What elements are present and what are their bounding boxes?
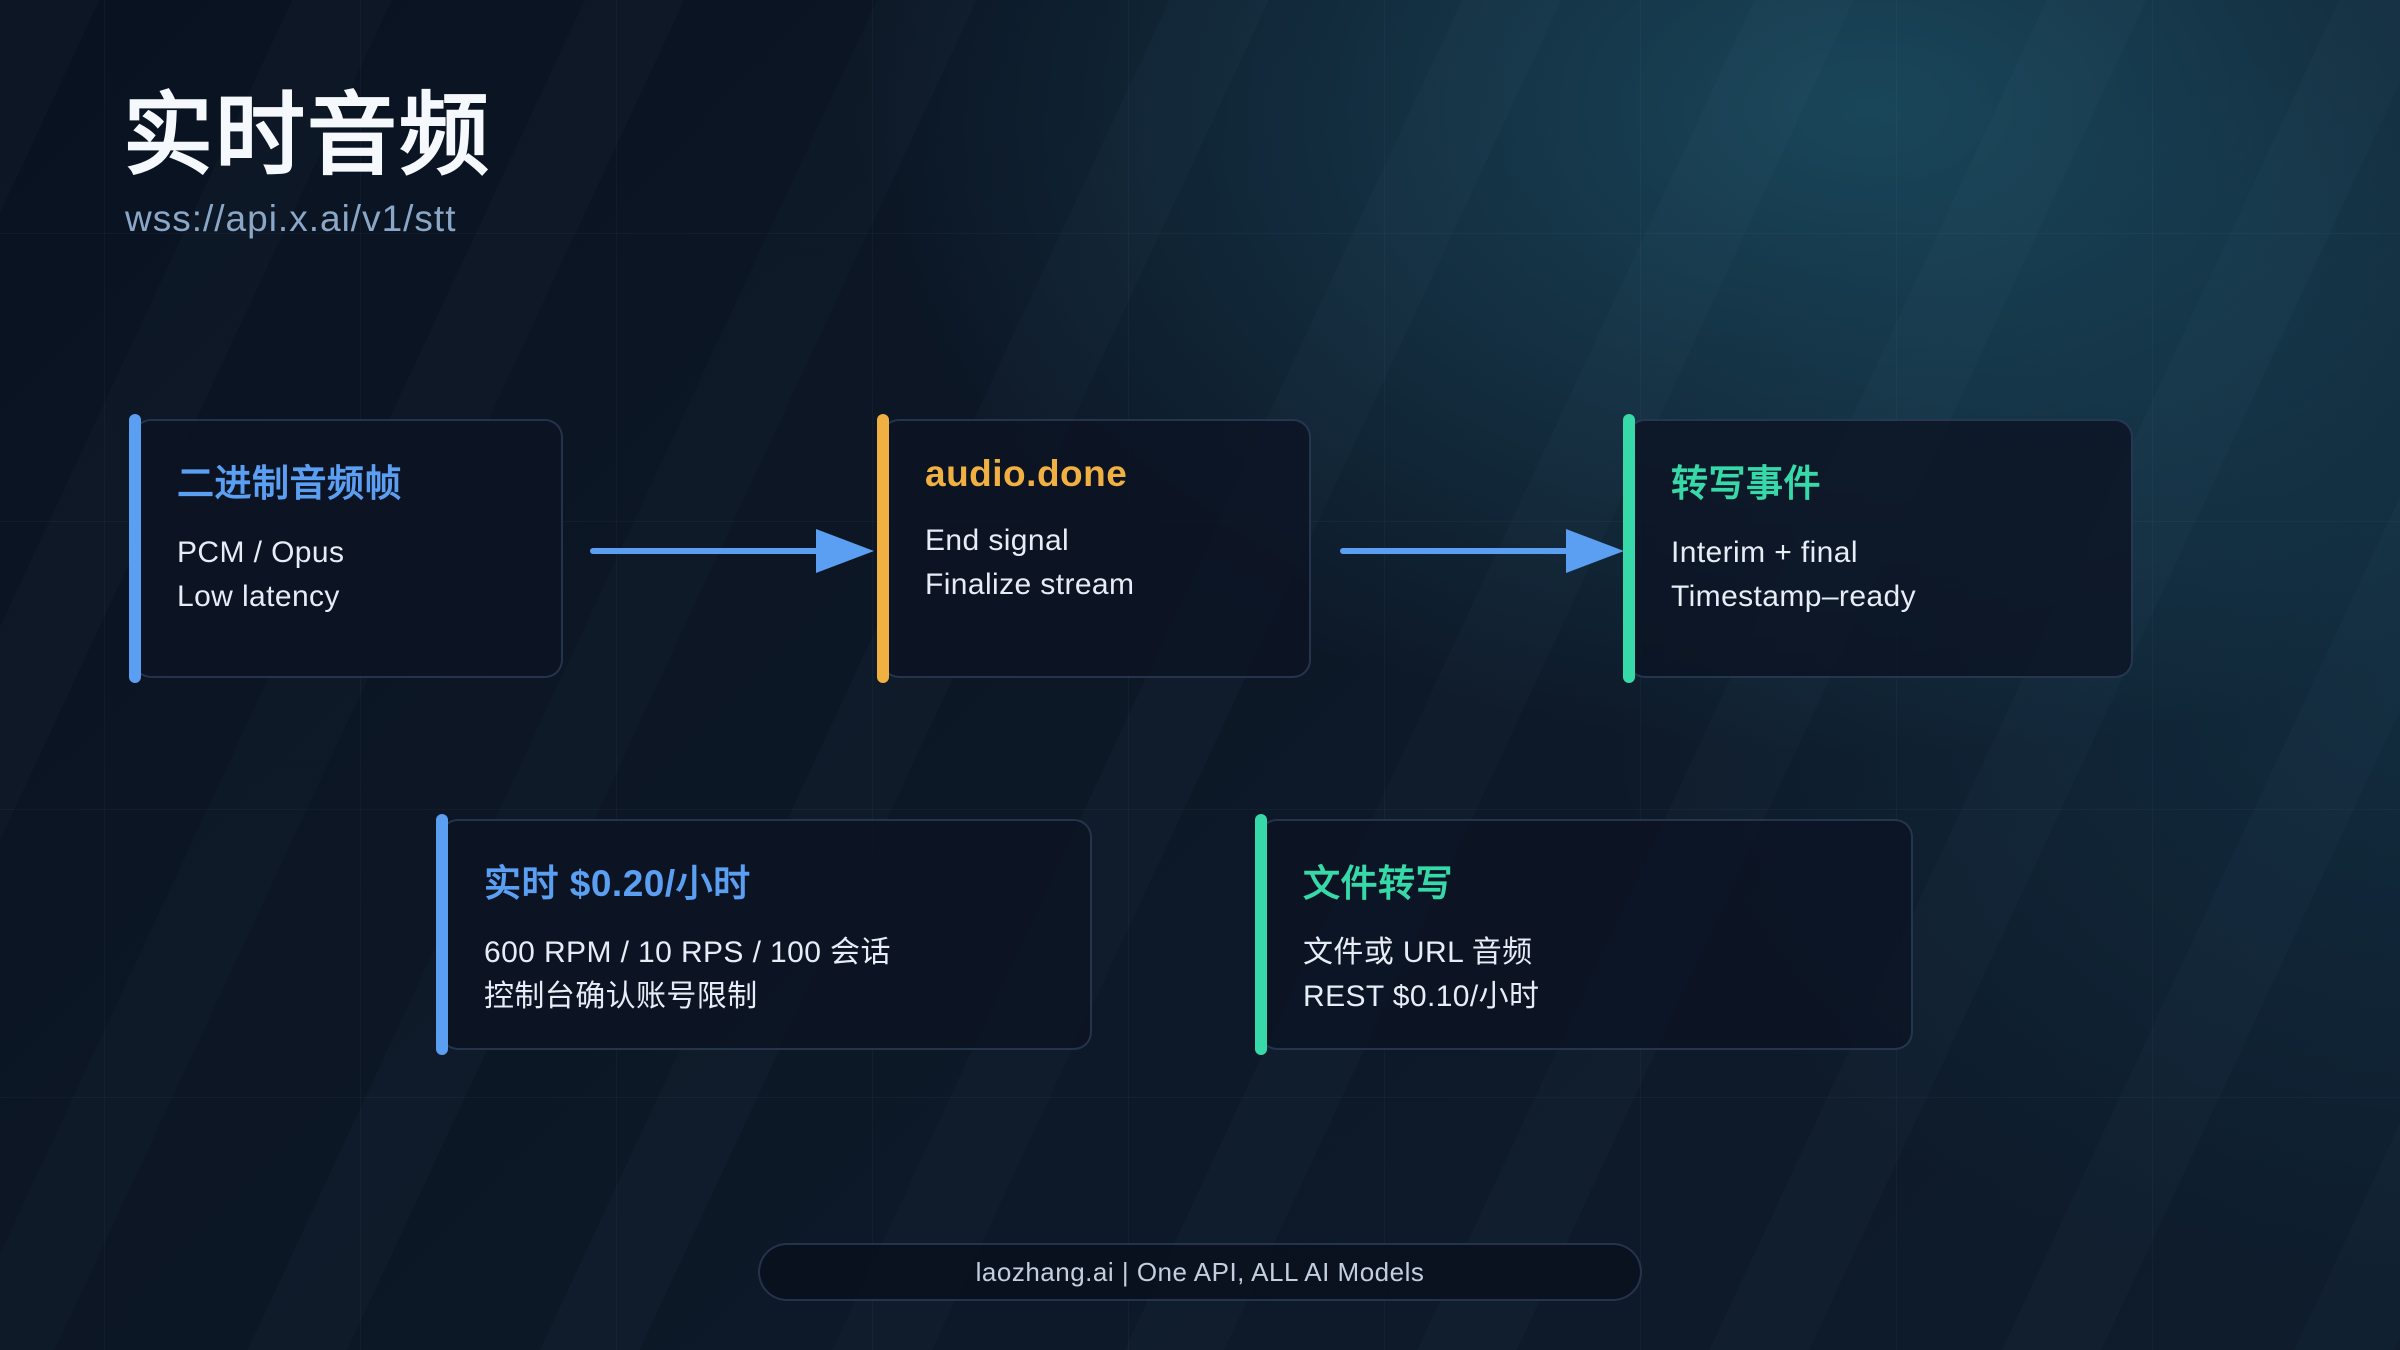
flow-card-binary-audio-frames: 二进制音频帧 PCM / Opus Low latency [129,414,563,683]
page-title: 实时音频 [123,86,491,186]
arrow-right-icon [1340,529,1624,573]
card-line: PCM / Opus [177,536,345,569]
card-line: Low latency [177,580,340,613]
card-line: End signal [925,524,1070,557]
card-line: Timestamp–ready [1671,580,1916,613]
arrow-right-icon [590,529,874,573]
card-title: 二进制音频帧 [177,463,402,504]
card-line: 文件或 URL 音频 [1303,936,1533,969]
card-line: Finalize stream [925,568,1135,601]
card-line: REST $0.10/小时 [1303,980,1540,1013]
card-title: 实时 $0.20/小时 [484,863,751,904]
card-line: 600 RPM / 10 RPS / 100 会话 [484,936,891,969]
accent-bar [877,414,889,683]
pricing-card-realtime: 实时 $0.20/小时 600 RPM / 10 RPS / 100 会话 控制… [436,814,1092,1055]
flow-card-transcription-events: 转写事件 Interim + final Timestamp–ready [1623,414,2133,683]
card-title: 转写事件 [1671,463,1821,504]
arrow-shaft [590,548,822,554]
accent-bar [1255,814,1267,1055]
accent-bar [1623,414,1635,683]
card-title: audio.done [925,453,1128,494]
arrow-head [816,529,874,573]
accent-bar [129,414,141,683]
card-line: 控制台确认账号限制 [484,980,758,1013]
pricing-card-file-transcription: 文件转写 文件或 URL 音频 REST $0.10/小时 [1255,814,1913,1055]
flow-card-audio-done: audio.done End signal Finalize stream [877,414,1311,683]
footer-badge: laozhang.ai | One API, ALL AI Models [758,1243,1642,1301]
card-line: Interim + final [1671,536,1858,569]
endpoint-url: wss://api.x.ai/v1/stt [125,198,457,239]
footer-text: laozhang.ai | One API, ALL AI Models [975,1256,1425,1287]
accent-bar [436,814,448,1055]
card-title: 文件转写 [1303,863,1453,904]
arrow-shaft [1340,548,1572,554]
arrow-head [1566,529,1624,573]
